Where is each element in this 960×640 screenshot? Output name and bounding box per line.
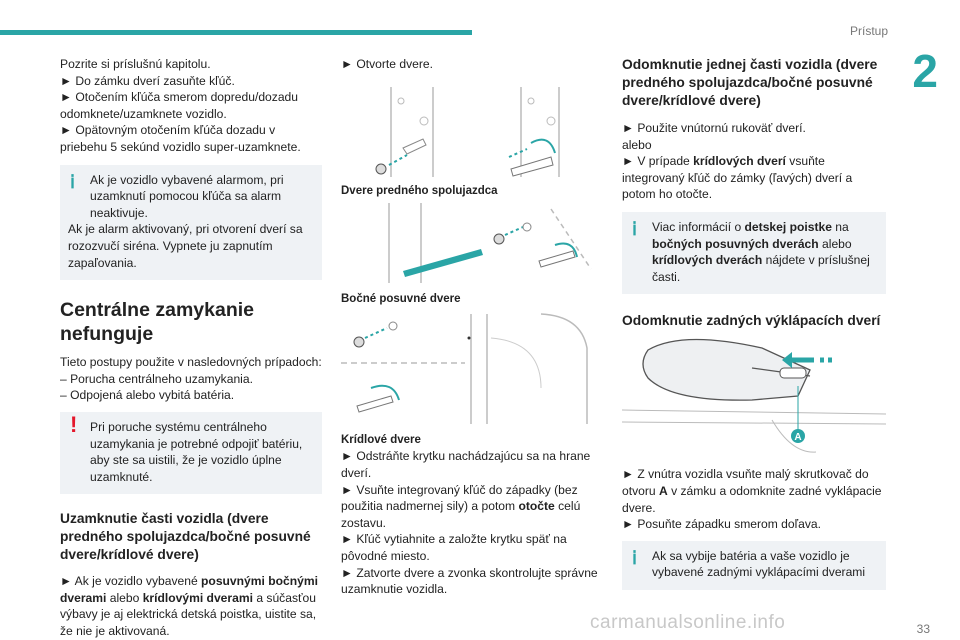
subsection-title: Uzamknutie časti vozidla (dvere predného… xyxy=(60,511,311,563)
case-item: – Odpojená alebo vybitá batéria. xyxy=(60,388,235,403)
text-run: alebo xyxy=(106,590,143,605)
p-slide-latch: ► Posuňte západku smerom doľava. xyxy=(622,517,822,532)
step-1: ► Do zámku dverí zasuňte kľúč. xyxy=(60,73,235,88)
page-number: 33 xyxy=(916,622,930,636)
text-run: nájdete v príslušnej časti. xyxy=(652,253,870,284)
section-title-rear-doors: Odomknutie zadných výklápacích dverí xyxy=(622,313,881,329)
step-remove-cap: ► Odstráňte krytku nachádzajúcu sa na hr… xyxy=(341,449,591,480)
text-run: ► Ak je vozidlo vybavené xyxy=(60,574,202,589)
column-middle: ► Otvorte dvere. Dvere predného spolujaz… xyxy=(341,56,606,598)
text-run: ► Vsuňte integrovaný kľúč do západky (be… xyxy=(341,482,578,514)
step-3: ► Opätovným otočením kľúča dozadu v prie… xyxy=(60,123,301,154)
section-title-unlock-part: Odomknutie jednej časti vozidla (dvere p… xyxy=(622,57,878,108)
text-run-bold: krídlových dverí xyxy=(693,154,786,169)
text-run: vsuňte integrovaný kľúč do zámky (ľavých… xyxy=(622,154,853,202)
text-run: na xyxy=(831,219,849,234)
p-or: alebo xyxy=(622,137,652,152)
text-run-bold: posuvnými bočnými dverami xyxy=(60,574,318,605)
warning-text: Pri poruche systému centrálneho uzamykan… xyxy=(90,419,303,484)
text-run: Viac informácií o xyxy=(652,219,745,234)
chapter-number: 2 xyxy=(912,45,938,97)
p-wing-doors: ► V prípade krídlových dverí vsuňte inte… xyxy=(622,153,886,203)
text-run: ► Z vnútra vozidla vsuňte malý skrutkova… xyxy=(622,467,869,498)
column-right: Odomknutie jednej časti vozidla (dvere p… xyxy=(622,56,886,590)
text-run: v zámku a odomknite zadné vyklápacie dve… xyxy=(622,483,882,515)
step-2: ► Otočením kľúča smerom dopredu/dozadu o… xyxy=(60,90,299,121)
info-icon: ⅰ xyxy=(632,218,638,239)
info-box-battery: ⅰ Ak sa vybije batéria a vaše vozidlo je… xyxy=(622,540,886,590)
warning-box: ! Pri poruche systému centrálneho uzamyk… xyxy=(60,411,322,495)
step-close-door: ► Zatvorte dvere a zvonka skontrolujte s… xyxy=(341,565,598,597)
figure-sliding-door xyxy=(388,203,592,284)
p-screwdriver: ► Z vnútra vozidla vsuňte malý skrutkova… xyxy=(622,466,886,516)
step-remove-key: ► Kľúč vytiahnite a založte krytku späť … xyxy=(341,532,567,563)
info-box-child-lock: ⅰ Viac informácií o detskej poistke na b… xyxy=(622,211,886,295)
text-run: celú zostavu. xyxy=(341,499,581,530)
caption-wing-door: Krídlové dvere xyxy=(341,433,421,446)
info-battery-text: Ak sa vybije batéria a vaše vozidlo je v… xyxy=(652,548,866,580)
text-run-bold: otočte xyxy=(518,499,555,514)
intro-text: Pozrite si príslušnú kapitolu. xyxy=(60,57,211,71)
case-item: – Porucha centrálneho uzamykania. xyxy=(60,371,253,386)
section-intro: Tieto postupy použite v nasledovných prí… xyxy=(60,355,322,370)
info-alarm-line1: Ak je vozidlo vybavené alarmom, pri uzam… xyxy=(90,172,284,220)
text-run: alebo xyxy=(818,236,852,251)
caption-sliding-door: Bočné posuvné dvere xyxy=(341,293,461,306)
figure-wing-door xyxy=(341,313,588,424)
info-child-lock-text: Viac informácií o detskej poistke na boč… xyxy=(630,219,878,285)
text-run-bold: bočných posuvných dverách xyxy=(652,236,819,251)
warning-icon: ! xyxy=(70,411,78,437)
section-header: Prístup xyxy=(849,24,888,38)
watermark: carmanualsonline.info xyxy=(590,612,786,633)
figure-rear-door-lock: A xyxy=(622,339,886,453)
column-left: Pozrite si príslušnú kapitolu. ► Do zámk… xyxy=(60,56,322,640)
text-run: ► V prípade xyxy=(622,154,694,169)
step-open-door: ► Otvorte dvere. xyxy=(341,57,433,71)
figure-front-door xyxy=(375,86,560,177)
info-alarm-line2: Ak je alarm aktivovaný, pri otvorení dve… xyxy=(68,222,303,270)
label-a: A xyxy=(794,432,801,443)
text-run: a súčasťou výbavy je aj elektrická detsk… xyxy=(60,590,317,639)
text-run-bold: krídlových dverách xyxy=(652,253,763,268)
section-title: Centrálne zamykanie nefunguje xyxy=(60,299,255,346)
text-run-bold: krídlovými dverami xyxy=(142,590,253,605)
text-run-bold: A xyxy=(658,483,668,498)
text-run-bold: detskej poistke xyxy=(744,219,832,234)
p-use-handle: ► Použite vnútornú rukoväť dverí. xyxy=(622,121,806,135)
caption-front-door: Dvere predného spolujazdca xyxy=(341,184,498,197)
top-accent-bar xyxy=(0,30,472,35)
info-box-alarm: ⅰ Ak je vozidlo vybavené alarmom, pri uz… xyxy=(60,164,322,281)
step-insert-key: ► Vsuňte integrovaný kľúč do západky (be… xyxy=(341,482,606,532)
info-icon: ⅰ xyxy=(632,547,638,568)
subsection-text: ► Ak je vozidlo vybavené posuvnými bočný… xyxy=(60,573,322,639)
info-icon: ⅰ xyxy=(70,171,76,192)
